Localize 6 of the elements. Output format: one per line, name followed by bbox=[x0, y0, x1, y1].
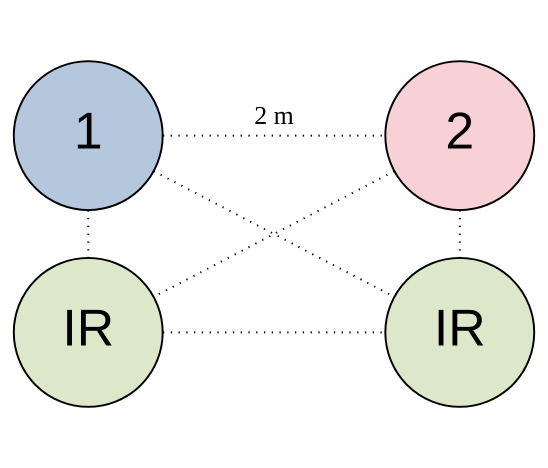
node-circle: IR bbox=[12, 256, 164, 408]
connector bbox=[153, 170, 395, 298]
node-circle: IR bbox=[384, 256, 536, 408]
edge-label: 2 m bbox=[254, 100, 294, 130]
node-circle: 1 bbox=[12, 60, 164, 212]
node-circle: 2 bbox=[384, 60, 536, 212]
